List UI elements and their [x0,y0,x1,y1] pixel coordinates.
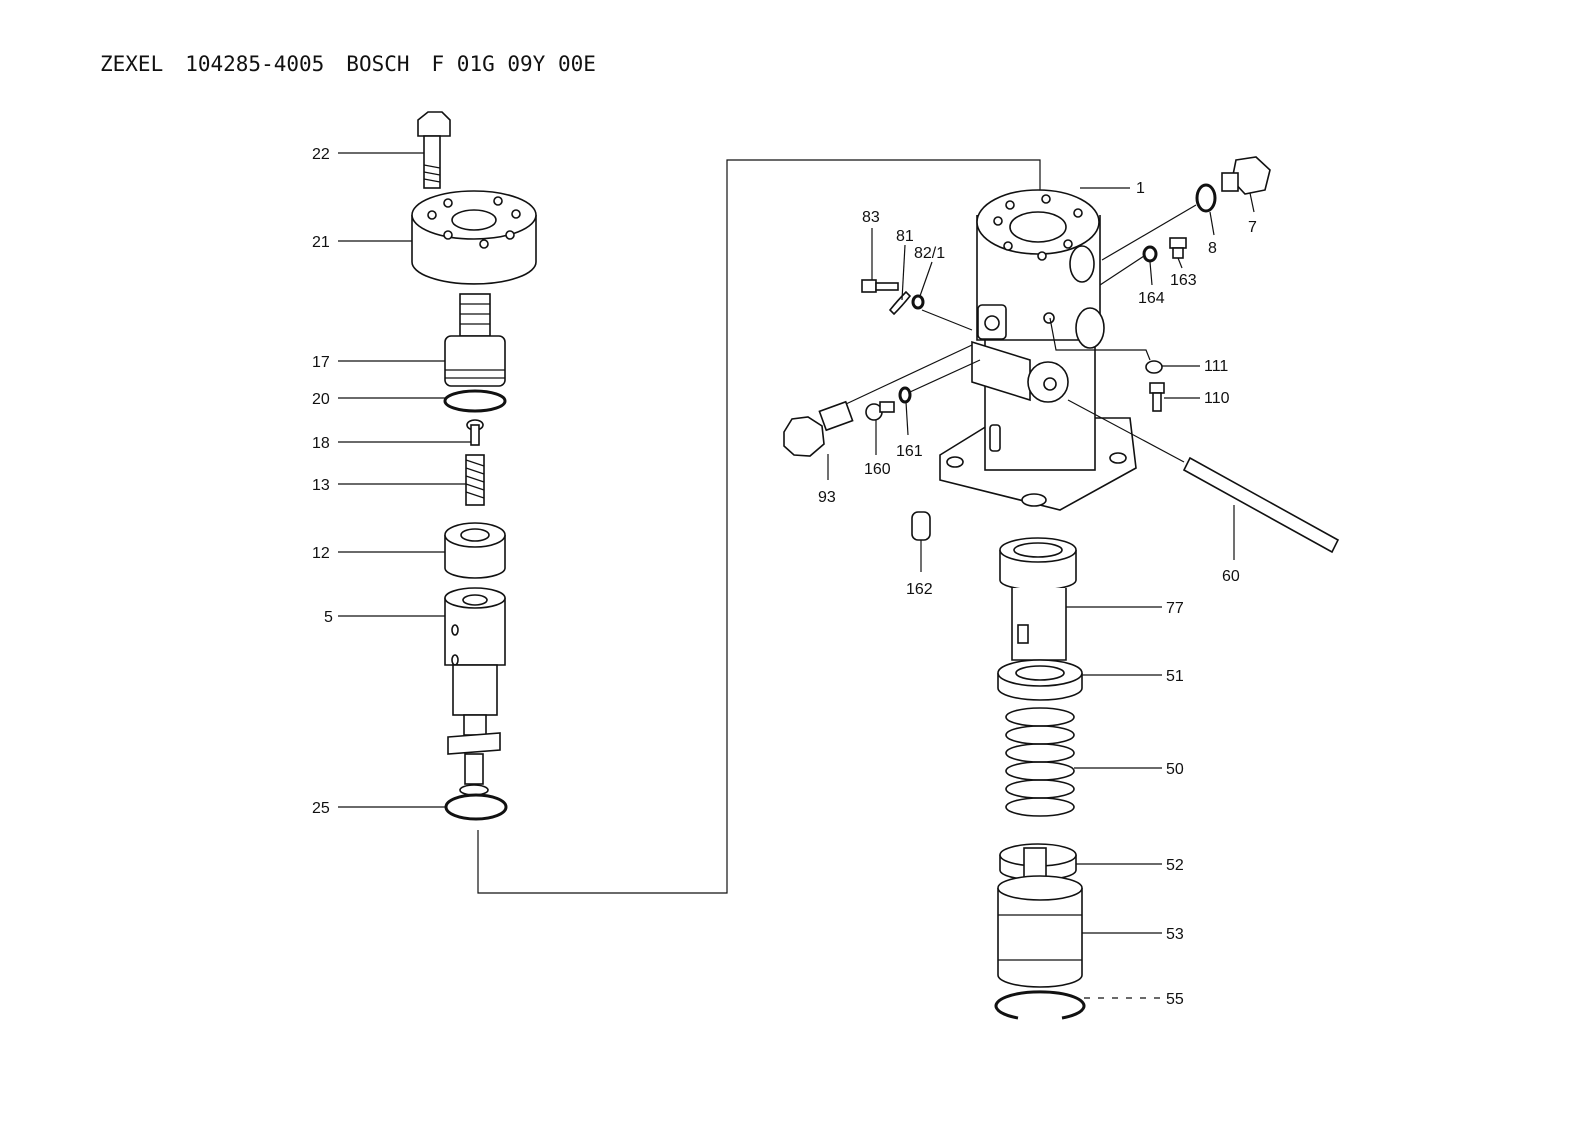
part-12-valve-seat [444,522,506,579]
part-13-spring [465,454,485,506]
part-8-gasket [1195,183,1217,213]
callout-53: 53 [1166,926,1184,943]
header-brand-bosch: BOSCH [346,52,410,76]
part-18-valve [466,419,484,446]
header-part-zexel: 104285-4005 [185,52,325,76]
callout-111: 111 [1204,358,1228,375]
callout-1: 1 [1136,180,1145,197]
part-17-valve-holder [444,293,506,387]
drawing-header: ZEXEL 104285-4005 BOSCH F 01G 09Y 00E [100,52,618,76]
callout-77: 77 [1166,600,1184,617]
callout-13: 13 [312,477,330,494]
callout-82-1: 82/1 [914,245,945,262]
part-83-screw [861,279,899,293]
callout-164: 164 [1138,290,1165,307]
callout-163: 163 [1170,272,1197,289]
callout-60: 60 [1222,568,1240,585]
assembly-connector-line [477,159,1041,894]
callout-21: 21 [312,234,330,251]
callout-7: 7 [1248,219,1257,236]
part-55-snap-ring [994,990,1086,1020]
callout-81: 81 [896,228,914,245]
part-161-washer [898,386,912,404]
callout-17: 17 [312,354,330,371]
part-51-spring-seat [997,659,1083,701]
part-25-ring [444,793,508,821]
part-81-lever [888,290,912,316]
part-110-bolt [1149,382,1165,412]
part-22-bolt [417,111,451,189]
callout-5: 5 [324,609,333,626]
header-part-bosch: F 01G 09Y 00E [431,52,596,76]
part-52-lower-spring-seat [999,843,1077,881]
callout-93: 93 [818,489,836,506]
part-164-washer [1142,245,1158,263]
callout-12: 12 [312,545,330,562]
callout-20: 20 [312,391,330,408]
callout-18: 18 [312,435,330,452]
callout-83: 83 [862,209,880,226]
callout-160: 160 [864,461,891,478]
part-60-rod [1182,456,1340,554]
part-20-o-ring [443,389,507,413]
callout-52: 52 [1166,857,1184,874]
part-82-1-washer [911,294,925,310]
part-50-plunger-spring [1005,707,1075,817]
part-111-nut [1145,360,1163,374]
header-brand-zexel: ZEXEL [100,52,164,76]
part-7-plug [1221,156,1271,195]
callout-110: 110 [1204,390,1230,407]
part-5-plunger-barrel [444,587,506,796]
callout-8: 8 [1208,240,1217,257]
part-21-flange [411,190,537,285]
callout-162: 162 [906,581,933,598]
callout-51: 51 [1166,668,1184,685]
callout-50: 50 [1166,761,1184,778]
part-1-pump-housing [939,189,1137,511]
part-160-screw [865,401,895,421]
part-53-tappet [997,875,1083,988]
part-162-key [911,511,931,541]
part-163-screw [1169,237,1187,259]
part-77-control-sleeve [999,537,1077,661]
callout-55: 55 [1166,991,1184,1008]
callout-22: 22 [312,146,330,163]
callout-25: 25 [312,800,330,817]
part-93-banjo-bolt [783,400,854,457]
callout-161: 161 [896,443,923,460]
